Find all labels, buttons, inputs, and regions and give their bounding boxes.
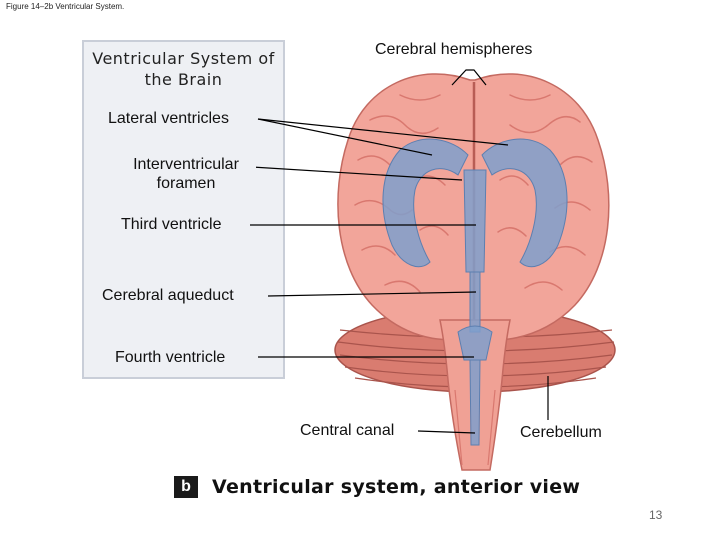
leader-central-canal — [417, 430, 476, 434]
figure-caption: Figure 14–2b Ventricular System. — [6, 2, 125, 11]
part-letter-badge: b — [174, 476, 198, 498]
ventricles-graphic — [382, 138, 568, 446]
label-central-canal: Central canal — [300, 422, 395, 439]
leader-lines — [250, 69, 549, 434]
page-number: 13 — [649, 508, 663, 522]
label-interventricular-foramen: Interventricular foramen — [116, 155, 256, 193]
leader-interventricular-foramen — [251, 166, 463, 181]
label-cerebral-hemispheres: Cerebral hemispheres — [375, 41, 533, 58]
leader-lateral-ventricle-left — [257, 118, 433, 156]
leader-cerebral-aqueduct — [267, 291, 477, 297]
label-third-ventricle: Third ventricle — [119, 215, 224, 234]
label-lateral-ventricles: Lateral ventricles — [106, 109, 231, 128]
label-fourth-ventricle: Fourth ventricle — [113, 348, 228, 367]
leader-cerebral-hemispheres — [451, 69, 487, 86]
label-cerebral-aqueduct: Cerebral aqueduct — [100, 286, 236, 305]
figure-title: Ventricular system, anterior view — [212, 476, 581, 498]
panel-title: Ventricular System of the Brain — [92, 49, 275, 89]
leader-lateral-ventricle-right — [257, 118, 509, 146]
label-cerebellum: Cerebellum — [520, 424, 602, 441]
title-panel — [82, 40, 285, 379]
